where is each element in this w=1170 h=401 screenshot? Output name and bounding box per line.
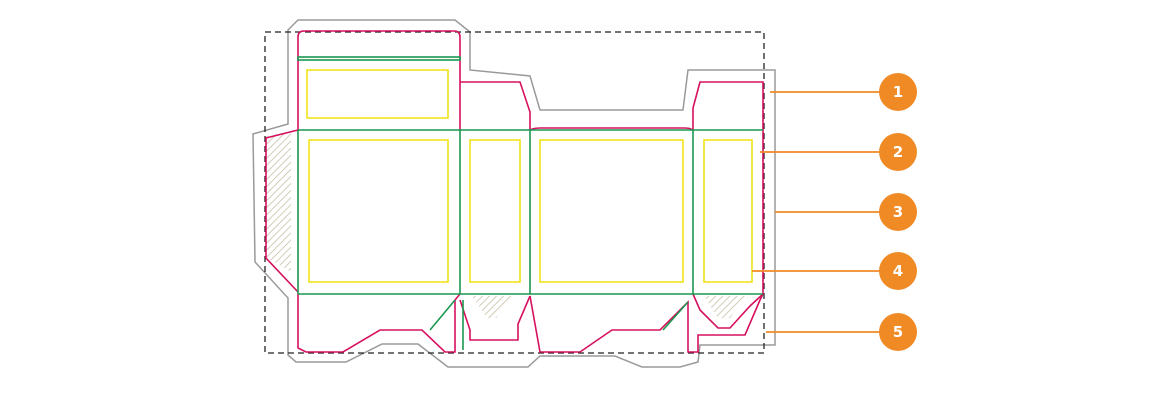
callout-4: 4 [752, 252, 917, 290]
callout-badge-3 [879, 193, 917, 231]
callout-badge-1 [879, 73, 917, 111]
dust-flap-hatch-1 [472, 296, 512, 318]
fold-lines [297, 56, 763, 350]
callout-1: 1 [770, 73, 917, 111]
glue-flap-hatch [266, 132, 291, 272]
dust-flap-hatch-2 [704, 296, 745, 318]
callout-badge-2 [879, 133, 917, 171]
callout-badge-5 [879, 313, 917, 351]
callout-5: 5 [766, 313, 917, 351]
callout-label-1: 1 [893, 83, 903, 101]
callout-3: 3 [775, 193, 917, 231]
callout-label-2: 2 [893, 143, 903, 161]
callout-label-5: 5 [893, 323, 903, 341]
trim-box [264, 31, 765, 354]
bleed-outline [252, 19, 776, 368]
callout-badge-4 [879, 252, 917, 290]
callout-label-3: 3 [893, 203, 903, 221]
callout-2: 2 [760, 133, 917, 171]
cut-lines [265, 30, 764, 353]
callout-label-4: 4 [893, 262, 903, 280]
safe-area-boxes [306, 69, 753, 283]
